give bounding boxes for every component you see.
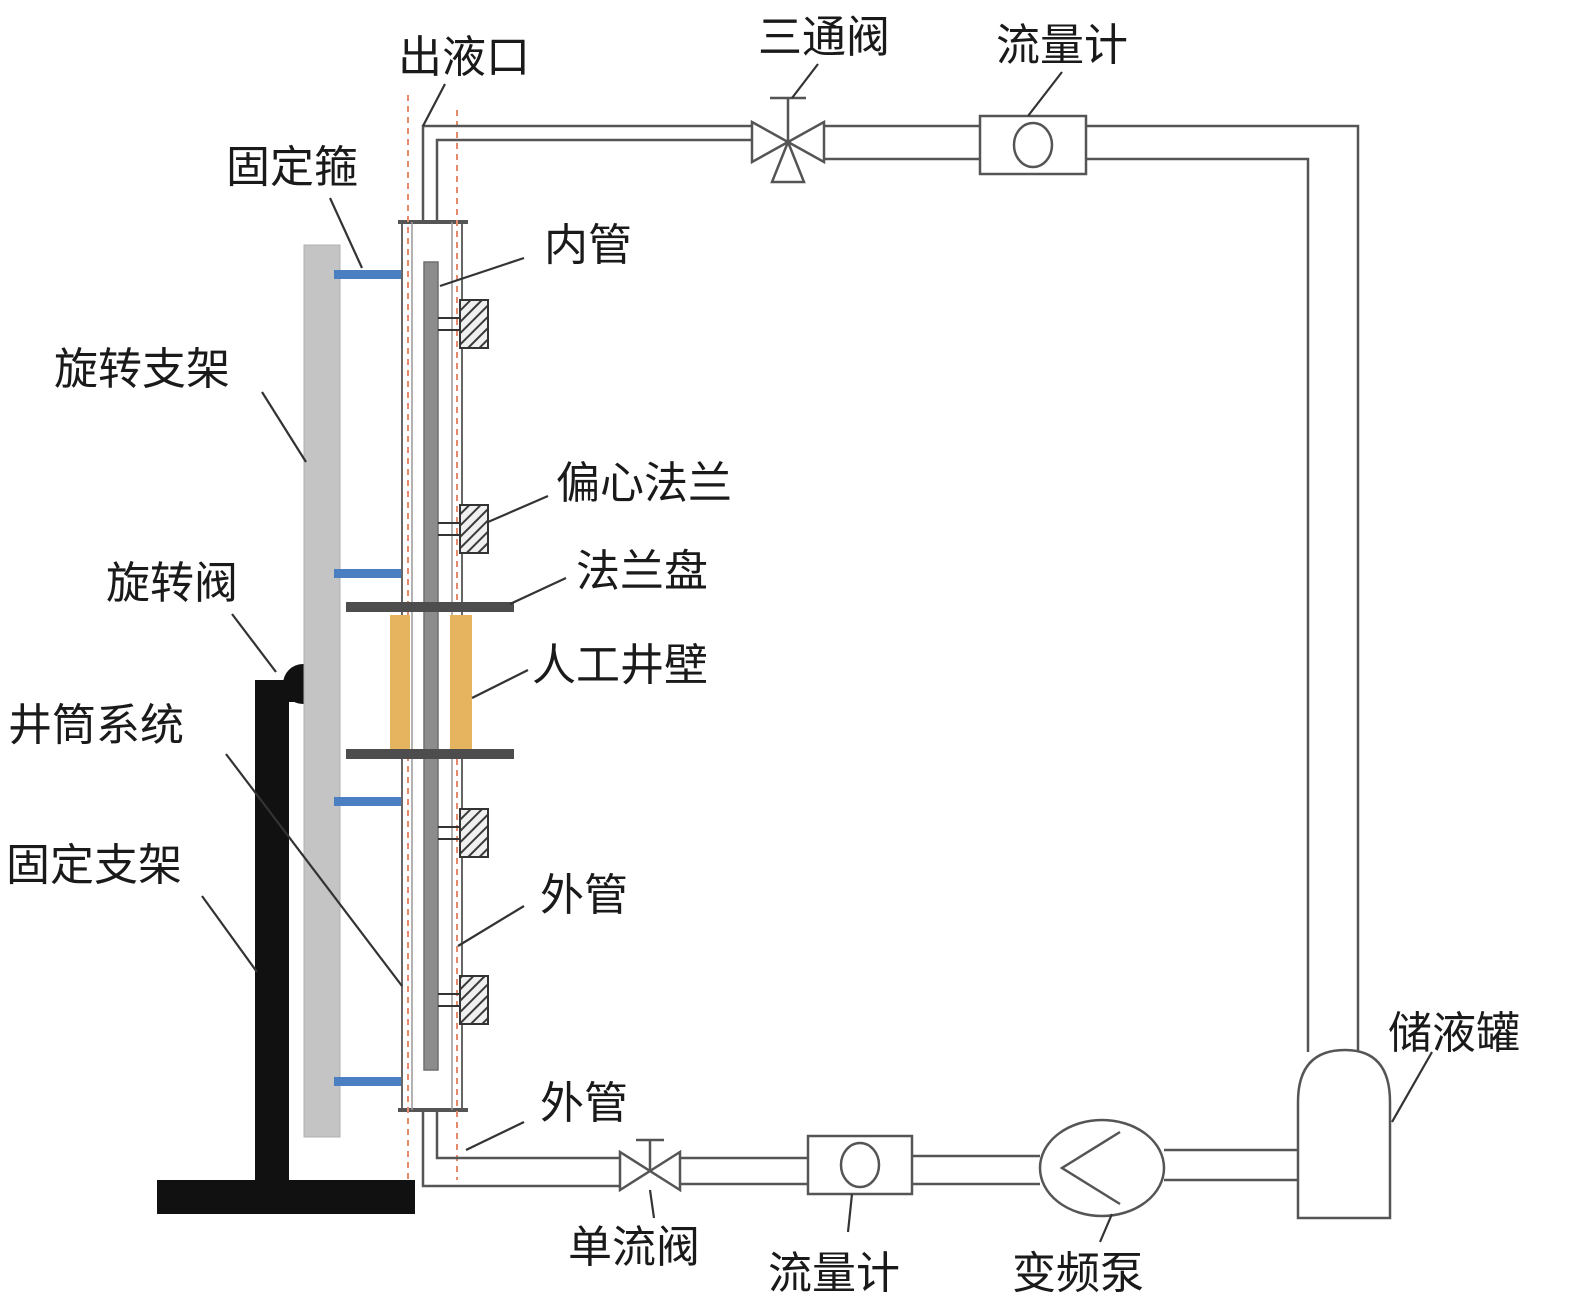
label-eccentric-flange: 偏心法兰 (556, 458, 732, 509)
artificial-wall (390, 615, 472, 753)
label-rotating-frame: 旋转支架 (54, 344, 230, 395)
labels: 出液口 三通阀 流量计 固定箍 内管 旋转支架 偏心法兰 法兰盘 旋转阀 人工井… (6, 12, 1520, 1299)
flowmeter-bottom (806, 1134, 914, 1196)
fixed-frame (157, 680, 415, 1214)
label-storage-tank: 储液罐 (1388, 1008, 1520, 1059)
label-wellbore-system: 井筒系统 (8, 700, 184, 751)
label-flange-plate: 法兰盘 (576, 546, 708, 597)
label-fixing-clamp: 固定箍 (226, 142, 358, 193)
label-inner-tube: 内管 (544, 220, 632, 271)
label-flowmeter-top: 流量计 (996, 20, 1128, 71)
storage-tank (1296, 1048, 1392, 1220)
label-check-valve: 单流阀 (568, 1222, 700, 1273)
label-fixed-frame: 固定支架 (6, 840, 182, 891)
label-outer-tube-mid: 外管 (540, 870, 628, 921)
inner-tube (423, 261, 439, 1071)
bottom-supply-pipe (421, 1110, 1298, 1188)
label-flowmeter-bottom: 流量计 (768, 1248, 900, 1299)
label-rotary-valve: 旋转阀 (106, 558, 238, 609)
label-outlet: 出液口 (398, 32, 530, 83)
leader-lines (201, 63, 1433, 1243)
label-vfd-pump: 变频泵 (1012, 1248, 1144, 1299)
label-artificial-wall: 人工井壁 (532, 640, 708, 691)
vfd-pump (1038, 1118, 1166, 1218)
check-valve (618, 1138, 682, 1193)
three-way-valve (750, 96, 826, 184)
flange-plates (346, 602, 514, 759)
flowmeter-top (978, 114, 1088, 176)
label-three-way-valve: 三通阀 (758, 12, 890, 63)
eccentric-flanges (438, 299, 489, 1025)
label-outer-tube-bottom: 外管 (540, 1078, 628, 1129)
rotating-frame (303, 244, 341, 1138)
fixing-clamps (334, 270, 402, 1086)
